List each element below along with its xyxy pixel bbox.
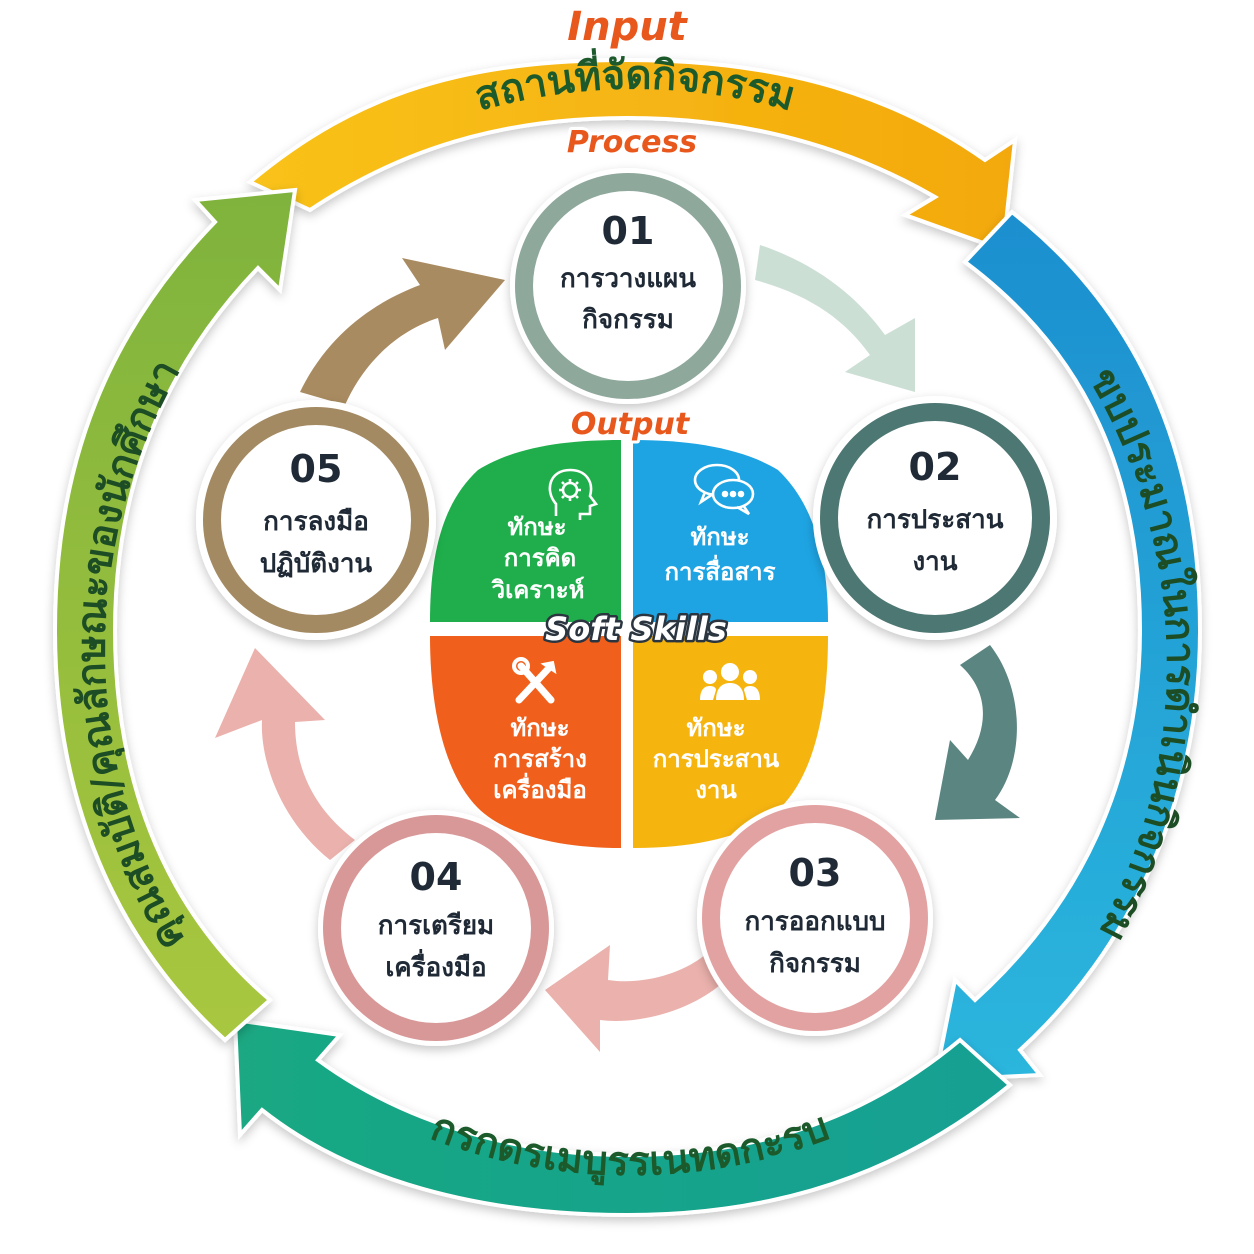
team-icon bbox=[700, 663, 760, 700]
soft-skills-circle bbox=[430, 440, 828, 848]
step-03-line2: กิจกรรม bbox=[769, 949, 861, 979]
skill-quadrant-tools bbox=[430, 636, 621, 848]
step-01-line1: การวางแผน bbox=[560, 264, 696, 294]
step-02-line1: การประสาน bbox=[867, 505, 1004, 535]
skill-analysis-line2: การคิด bbox=[504, 544, 577, 572]
skill-tools-line2: การสร้าง bbox=[493, 745, 587, 773]
step-02 bbox=[813, 396, 1057, 640]
step-03-number: 03 bbox=[789, 851, 842, 895]
ring-arrow-bottom bbox=[232, 1017, 1014, 1218]
step-02-number: 02 bbox=[909, 445, 962, 489]
tools-icon bbox=[512, 657, 557, 704]
step-04-line1: การเตรียม bbox=[378, 911, 494, 941]
step-01-number: 01 bbox=[602, 209, 655, 253]
skill-analysis-line3: วิเคราะห์ bbox=[491, 576, 584, 604]
cycle-arrow-2-3 bbox=[935, 645, 1020, 820]
chat-bubbles-icon bbox=[693, 463, 755, 516]
step-03 bbox=[697, 800, 933, 1036]
skill-analysis-line1: ทักษะ bbox=[507, 513, 566, 541]
step-05-number: 05 bbox=[290, 447, 343, 491]
skill-coordination-line1: ทักษะ bbox=[686, 714, 745, 742]
ring-arrow-left bbox=[52, 187, 298, 1043]
cycle-arrow-5-1 bbox=[300, 258, 505, 405]
ring-arrow-top bbox=[246, 57, 1018, 253]
skill-quadrant-communication bbox=[633, 440, 828, 622]
skill-tools-line1: ทักษะ bbox=[510, 714, 569, 742]
step-03-line1: การออกแบบ bbox=[744, 907, 885, 937]
cycle-arrow-1-2 bbox=[755, 245, 915, 392]
step-02-line2: งาน bbox=[912, 547, 957, 577]
process-label: Process bbox=[567, 125, 697, 160]
brain-gear-icon bbox=[548, 468, 599, 520]
skill-coordination-line2: การประสาน bbox=[653, 745, 780, 773]
step-04-line2: เครื่องมือ bbox=[385, 948, 486, 983]
output-label: Output bbox=[571, 407, 691, 442]
skill-quadrant-analysis bbox=[430, 440, 621, 622]
input-label: Input bbox=[567, 4, 688, 50]
step-05-line1: การลงมือ bbox=[263, 507, 369, 537]
skill-coordination-line3: งาน bbox=[695, 776, 737, 804]
cycle-arrow-3-4 bbox=[545, 945, 720, 1052]
step-04 bbox=[318, 810, 554, 1046]
ring-arrow-right bbox=[932, 209, 1203, 1083]
skill-communication-line1: ทักษะ bbox=[690, 523, 749, 551]
soft-skills-label: Soft Skills bbox=[545, 610, 727, 648]
step-01 bbox=[510, 168, 746, 404]
skill-tools-line3: เครื่องมือ bbox=[493, 772, 587, 804]
skill-quadrant-coordination bbox=[633, 636, 828, 848]
step-01-line2: กิจกรรม bbox=[582, 305, 674, 335]
step-05 bbox=[196, 400, 436, 640]
step-05-line2: ปฏิบัติงาน bbox=[260, 549, 373, 579]
skill-communication-line2: การสื่อสาร bbox=[665, 554, 776, 586]
cycle-arrow-4-5 bbox=[215, 648, 355, 860]
step-04-number: 04 bbox=[410, 855, 463, 899]
